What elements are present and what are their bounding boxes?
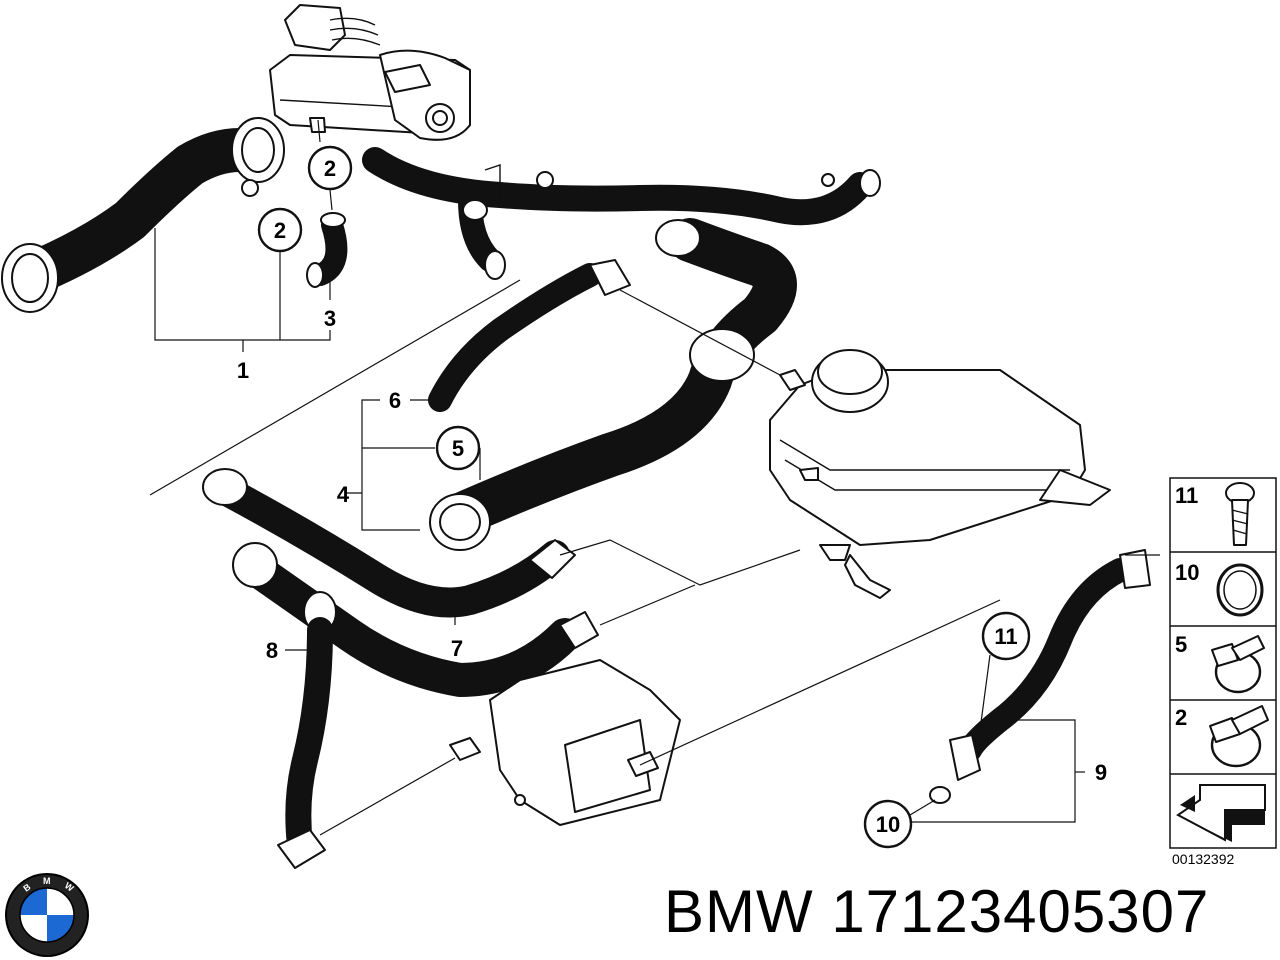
callout-7: 7 <box>451 636 463 661</box>
callout-7-label: 7 <box>451 636 463 661</box>
callout-8: 8 <box>266 638 278 663</box>
expansion-tank <box>769 349 1111 599</box>
hose-7 <box>202 468 576 618</box>
screw-icon <box>1225 482 1255 546</box>
hose-9 <box>929 549 1151 804</box>
document-number: 00132392 <box>1172 851 1235 867</box>
egr-cooler <box>269 4 471 141</box>
callout-1-label: 1 <box>237 358 249 383</box>
seal-ring-icon <box>1216 563 1264 617</box>
callout-5-label: 5 <box>452 436 464 461</box>
svg-text:B: B <box>21 881 32 893</box>
oil-cooler <box>449 659 681 826</box>
legend-label: 5 <box>1175 632 1187 657</box>
callout-9-label: 9 <box>1095 760 1107 785</box>
callout-6-label: 6 <box>389 388 401 413</box>
hose-6 <box>428 259 631 412</box>
callout-6: 6 <box>389 388 401 413</box>
callout-5: 5 <box>435 425 481 471</box>
callout-4-label: 4 <box>337 482 350 507</box>
hose-4 <box>429 218 797 551</box>
legend-label: 10 <box>1175 560 1199 585</box>
callout-2a-label: 2 <box>324 156 336 181</box>
callout-1: 1 <box>237 358 249 383</box>
arrow-icon <box>1176 784 1266 842</box>
upper-hose <box>362 147 881 280</box>
part-number: 17123405307 <box>831 878 1210 945</box>
hose-clamp-icon <box>1211 635 1265 694</box>
hose-3 <box>306 212 348 288</box>
callout-2a: 2 <box>307 145 353 191</box>
legend-item-11: 11 <box>1175 482 1255 546</box>
hose-1 <box>1 117 285 313</box>
svg-text:M: M <box>43 876 51 886</box>
callout-10-label: 10 <box>876 812 900 837</box>
callout-11-label: 11 <box>994 624 1017 649</box>
callout-2b: 2 <box>257 207 303 253</box>
hose-clamp-icon <box>1209 705 1269 768</box>
leader-lines <box>149 119 1160 836</box>
bmw-logo-icon: B M W <box>5 873 89 957</box>
legend-panel: 11 10 5 2 <box>1169 477 1277 849</box>
callout-4: 4 <box>337 482 350 507</box>
hose-8 <box>232 542 599 869</box>
legend-item-10: 10 <box>1175 560 1264 617</box>
legend-item-5: 5 <box>1175 632 1265 694</box>
callout-3: 3 <box>324 306 336 331</box>
legend-item-arrow <box>1176 784 1266 842</box>
part-title: BMW 17123405307 <box>664 872 1274 952</box>
legend-label: 11 <box>1175 483 1198 508</box>
callout-9: 9 <box>1095 760 1107 785</box>
callout-11: 11 <box>981 611 1031 661</box>
callout-8-label: 8 <box>266 638 278 663</box>
brand-name: BMW <box>664 878 814 945</box>
callout-3-label: 3 <box>324 306 336 331</box>
callout-2b-label: 2 <box>274 218 286 243</box>
legend-item-2: 2 <box>1175 705 1269 768</box>
callout-10: 10 <box>863 799 913 849</box>
legend-label: 2 <box>1175 705 1187 730</box>
